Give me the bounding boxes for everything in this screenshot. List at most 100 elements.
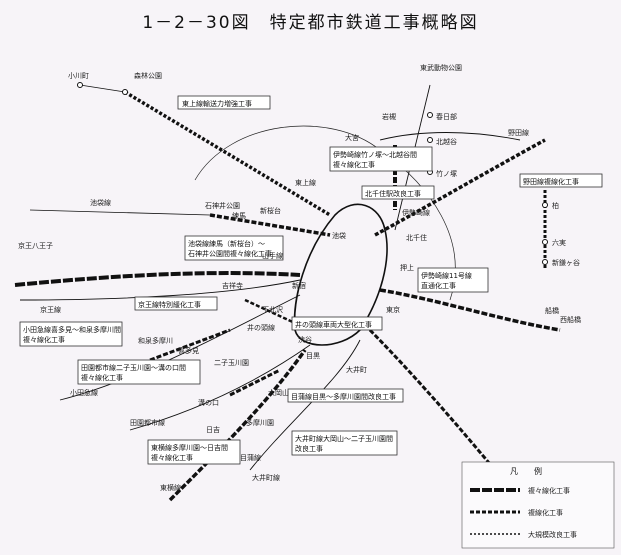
ikebukuro-line [29, 209, 211, 216]
label-shinkamagaya: 新鎌ヶ谷 [552, 258, 580, 267]
sobu-line [379, 288, 561, 332]
station-mutsumi [542, 239, 548, 245]
box-isesaki11-line2: 直通化工事 [421, 281, 456, 290]
label-tojo-line: 東上線 [295, 178, 316, 187]
box-odakyu-line1: 小田急線喜多見～和泉多摩川間 [23, 325, 121, 334]
box-oimachi-line2: 改良工事 [295, 444, 323, 453]
box-kitasenju-line1: 北千住駅改良工事 [365, 189, 421, 198]
box-keio-line1: 京王線特別緩化工事 [138, 300, 201, 309]
label-isesaki-line: 伊勢崎線 [402, 208, 430, 217]
legend: 凡 例 複々線化工事 複線化工事 大規模改良工事 [461, 461, 615, 549]
label-tobudobutsukoen: 東武動物公園 [420, 63, 462, 72]
label-oshiage: 押上 [400, 263, 414, 272]
project-box-inokashira: 井の頭線車両大型化工事 [291, 316, 383, 331]
box-isesaki11-line1: 伊勢崎線11号線 [421, 271, 472, 280]
box-noda-line1: 野田線複線化工事 [523, 177, 579, 186]
station-kitakoshigaya [427, 137, 433, 143]
station-shinrinkoen [122, 89, 128, 95]
tojo-line-work [124, 90, 331, 217]
label-nerima: 練馬 [232, 211, 246, 220]
label-oimachi: 大井町 [346, 365, 367, 374]
box-tojo-line1: 東上線輸送力増強工事 [182, 99, 252, 108]
tojo-line-tail [79, 84, 126, 93]
label-takenotsuka: 竹ノ塚 [436, 169, 457, 178]
label-kitasenju: 北千住 [406, 233, 427, 242]
legend-label-double: 複線化工事 [528, 508, 563, 517]
odakyu-line [59, 294, 301, 401]
box-toyoko-line2: 複々線化工事 [151, 453, 193, 462]
station-shinkamagaya [542, 259, 548, 265]
joban-line [374, 138, 546, 237]
box-odakyu-line2: 複々線化工事 [23, 335, 65, 344]
label-nishifunabashi: 西船橋 [560, 315, 581, 324]
page-title: 1－2－30図 特定都市鉄道工事概略図 [142, 13, 479, 33]
label-izumitamagawa: 和泉多摩川 [138, 336, 173, 345]
label-mizonokuchi: 溝の口 [198, 398, 219, 407]
box-shintamagawa-line2: 複々線化工事 [81, 373, 123, 382]
box-shintamagawa-line1: 田園都市線二子玉川園～溝の口間 [81, 363, 186, 372]
label-toyoko-line: 東横線 [160, 483, 181, 492]
project-box-ikebukuro: 池袋線練馬（新桜台）～ 石神井公園間複々線化工事 [184, 235, 284, 261]
label-ogawamachi: 小川町 [68, 71, 89, 80]
project-box-isesaki11: 伊勢崎線11号線 直通化工事 [417, 267, 489, 293]
label-shinjuku: 新宿 [292, 281, 306, 290]
label-shibuya: 渋谷 [298, 335, 312, 344]
project-box-keio: 京王線特別緩化工事 [134, 296, 218, 311]
denentoshi-line [129, 344, 311, 431]
label-keiohachioji: 京王八王子 [18, 241, 53, 250]
label-denentoshi-line: 田園都市線 [130, 418, 165, 427]
project-box-mekama: 目蒲線目黒～多摩川園間改良工事 [287, 388, 404, 403]
denentoshi-work [229, 368, 281, 397]
label-hiyoshi: 日吉 [206, 426, 220, 434]
station-ogawamachi [77, 82, 83, 88]
label-tamagawaen: 多摩川園 [246, 418, 274, 427]
label-kitami: 喜多見 [178, 346, 199, 355]
label-kitakoshigaya: 北越谷 [436, 137, 457, 146]
toyoko-line [168, 348, 307, 502]
label-inokashira-line: 井の頭線 [247, 323, 275, 332]
box-takenotsuka-line1: 伊勢崎線竹ノ塚～北越谷間 [333, 150, 417, 159]
label-ookayama: 大岡山 [268, 388, 289, 397]
project-box-tojo: 東上線輸送力増強工事 [177, 95, 271, 110]
ikebukuro-line-work [209, 213, 331, 237]
label-kasukabe: 春日部 [436, 112, 457, 121]
label-omiya: 大宮 [345, 133, 359, 142]
noda-line [379, 132, 521, 141]
label-noda-line: 野田線 [508, 128, 529, 137]
label-odakyu-line: 小田急線 [70, 388, 98, 397]
label-shinsakuradai: 新桜台 [260, 206, 281, 215]
label-mekama-line: 目蒲線 [240, 453, 261, 462]
label-yamanote-line: 山手線 [262, 251, 283, 260]
keio-line [19, 279, 301, 301]
label-shakujiikoen: 石神井公園 [205, 201, 240, 210]
project-box-kitasenju: 北千住駅改良工事 [361, 185, 435, 200]
label-meguro: 目黒 [306, 352, 320, 360]
box-toyoko-line1: 東横線多摩川園～日吉間 [151, 443, 228, 452]
label-iwatsuki: 岩槻 [382, 112, 396, 121]
label-oimachi-line: 大井町線 [252, 473, 280, 482]
box-takenotsuka-line2: 複々線化工事 [333, 160, 375, 169]
box-mekama-line1: 目蒲線目黒～多摩川園間改良工事 [291, 392, 396, 401]
legend-label-improvement: 大規模改良工事 [528, 530, 577, 539]
station-kashiwa [542, 202, 548, 208]
label-tokyo: 東京 [386, 305, 400, 314]
project-box-oimachi: 大井町線大岡山～二子玉川園間 改良工事 [291, 430, 398, 456]
legend-label-quadruple: 複々線化工事 [528, 486, 570, 495]
label-mutsumi: 六実 [552, 238, 566, 247]
label-ikebukuro: 池袋 [332, 231, 346, 240]
box-inokashira-line1: 井の頭線車両大型化工事 [295, 320, 372, 329]
legend-title: 凡 例 [510, 466, 542, 476]
label-shimokitazawa: 下北沢 [262, 305, 283, 314]
chuo-line [14, 271, 301, 287]
project-box-odakyu: 小田急線喜多見～和泉多摩川間 複々線化工事 [19, 321, 123, 347]
label-futakotamagawaen: 二子玉川園 [214, 359, 249, 367]
odakyu-work [149, 328, 231, 362]
label-kashiwa: 柏 [552, 201, 559, 210]
project-box-toyoko: 東横線多摩川園～日吉間 複々線化工事 [147, 439, 241, 465]
label-funabashi: 船橋 [545, 306, 559, 315]
label-keio-line: 京王線 [40, 305, 61, 314]
project-box-shintamagawa: 田園都市線二子玉川園～溝の口間 複々線化工事 [77, 359, 201, 385]
box-ikebukuro-line1: 池袋線練馬（新桜台）～ [188, 239, 265, 248]
